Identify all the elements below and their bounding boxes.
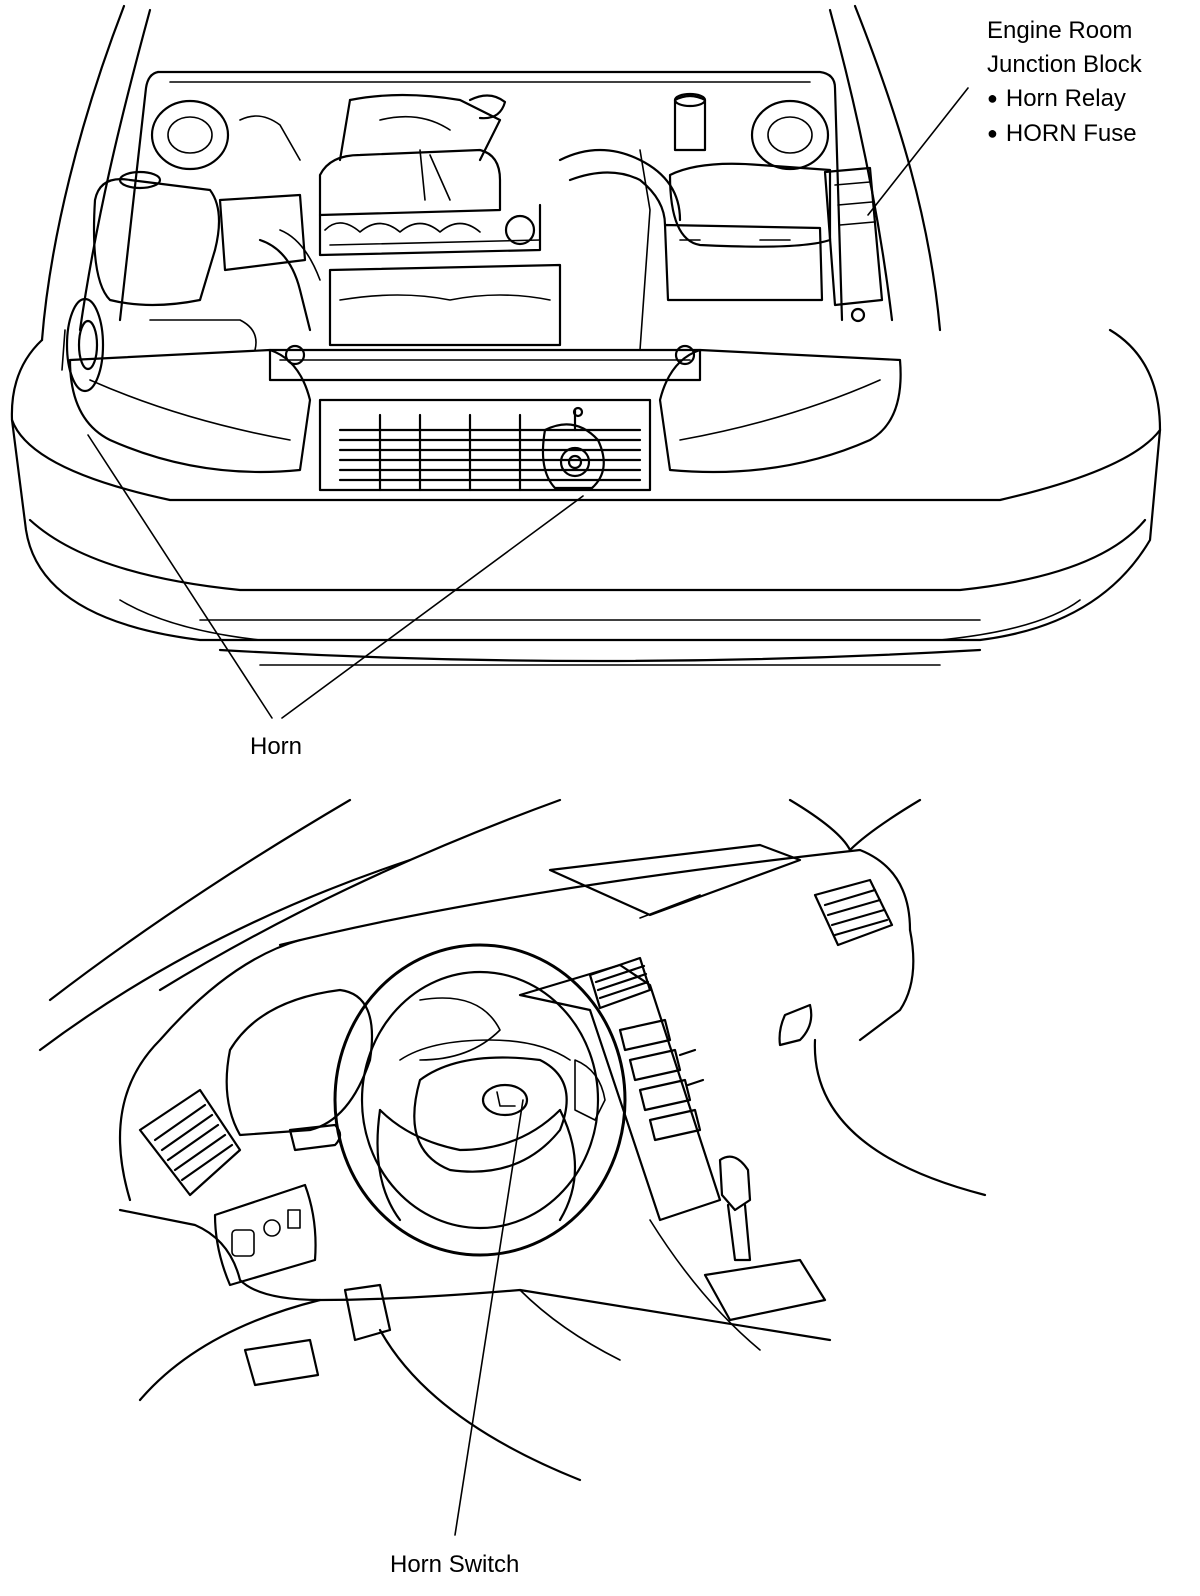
engine-compartment-drawing: [10, 4, 1162, 666]
junction-block-label: Engine Room Junction Block Horn Relay HO…: [987, 14, 1142, 152]
horn-relay-label: Horn Relay: [987, 82, 1142, 117]
dashboard-drawing: [38, 798, 987, 1482]
horn-label: Horn: [250, 733, 303, 760]
leader-lines-top: [87, 87, 969, 719]
leader-lines-bottom: [454, 1099, 524, 1536]
horn-switch-label: Horn Switch: [390, 1551, 520, 1578]
horn-fuse-label: HORN Fuse: [987, 117, 1142, 152]
junction-block-label-line2: Junction Block: [987, 51, 1142, 78]
junction-block-label-line1: Engine Room: [987, 17, 1133, 44]
